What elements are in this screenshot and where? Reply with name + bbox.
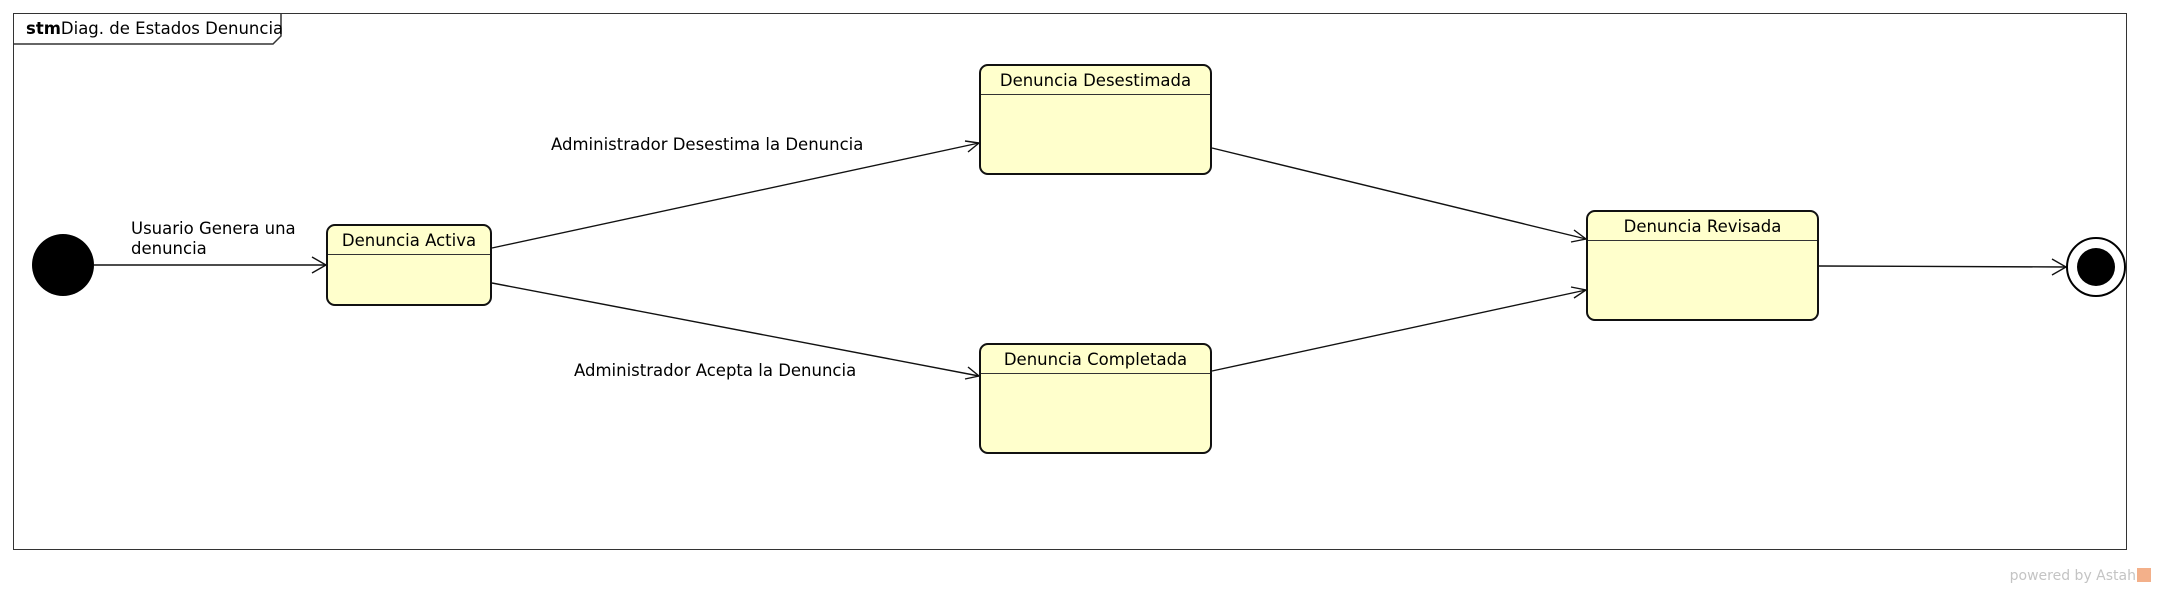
frame-keyword: stm xyxy=(26,19,61,38)
initial-pseudostate xyxy=(32,234,94,296)
state-denuncia-revisada[interactable]: Denuncia Revisada xyxy=(1586,210,1819,321)
transition-activa-to-desestimada xyxy=(491,142,980,249)
transition-completada-to-revisada xyxy=(1211,289,1587,372)
transition-desestimada-to-revisada xyxy=(1211,147,1587,240)
state-denuncia-completada[interactable]: Denuncia Completada xyxy=(979,343,1212,454)
state-name: Denuncia Revisada xyxy=(1623,217,1782,236)
final-state-core xyxy=(2077,248,2115,286)
state-denuncia-desestimada[interactable]: Denuncia Desestimada xyxy=(979,64,1212,175)
transition-activa-to-completada xyxy=(491,282,980,377)
transition-label-desestima: Administrador Desestima la Denuncia xyxy=(551,135,864,154)
state-name: Denuncia Desestimada xyxy=(999,71,1192,90)
state-name: Denuncia Completada xyxy=(1003,350,1188,369)
astah-watermark: powered by Astah xyxy=(2010,568,2151,584)
state-denuncia-activa[interactable]: Denuncia Activa xyxy=(326,224,492,306)
state-divider xyxy=(981,94,1210,95)
state-name: Denuncia Activa xyxy=(341,231,477,250)
state-divider xyxy=(981,373,1210,374)
transition-label-genera: Usuario Genera una denuncia xyxy=(131,219,296,258)
frame-title: Diag. de Estados Denuncia xyxy=(60,19,284,38)
transition-label-acepta: Administrador Acepta la Denuncia xyxy=(574,361,857,380)
state-divider xyxy=(1588,240,1817,241)
final-state xyxy=(2066,237,2126,297)
arrowhead-completada xyxy=(964,366,981,380)
transition-revisada-to-final xyxy=(1818,265,2067,268)
state-divider xyxy=(328,254,490,255)
arrowhead-desestimada xyxy=(964,140,981,153)
astah-logo-icon xyxy=(2137,568,2151,582)
diagram-frame xyxy=(13,13,2127,550)
